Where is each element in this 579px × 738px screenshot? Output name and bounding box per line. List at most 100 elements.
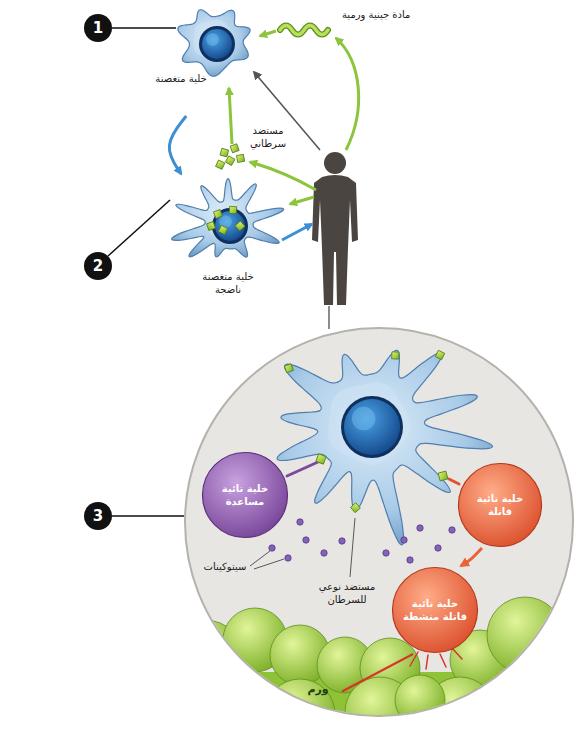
arrow bbox=[336, 38, 359, 150]
cell-label: خلية تائية قاتلة bbox=[467, 492, 534, 518]
cytokine bbox=[383, 550, 389, 556]
gene-material-outline bbox=[280, 26, 328, 35]
antigen-cube bbox=[216, 160, 225, 169]
zoom-circle bbox=[185, 328, 573, 716]
nucleus bbox=[202, 29, 232, 59]
antigen-cube bbox=[230, 144, 239, 153]
part-label: سيتوكينات bbox=[198, 560, 252, 573]
arrow bbox=[260, 31, 276, 36]
antigen bbox=[207, 222, 216, 231]
region-label: ورم bbox=[294, 679, 342, 701]
dendritic-cell: خلية متغصنة bbox=[150, 4, 275, 116]
cytokine bbox=[417, 525, 423, 531]
nucleus-rim bbox=[341, 396, 403, 458]
callout-number: 2 bbox=[86, 257, 110, 275]
helper-t-cell: خلية تائية مساعدة bbox=[201, 451, 289, 539]
arrow bbox=[282, 224, 312, 240]
person-body bbox=[312, 175, 358, 305]
antigen-cube bbox=[220, 148, 229, 157]
cytokine bbox=[449, 527, 455, 533]
attack-line bbox=[440, 654, 446, 667]
nucleus-rim bbox=[199, 26, 235, 62]
tumor-cell bbox=[487, 597, 563, 673]
part-label: مستضد سرطاني bbox=[246, 124, 290, 150]
cytokines bbox=[269, 519, 455, 563]
connector bbox=[169, 116, 186, 174]
antigen-cube bbox=[237, 154, 245, 162]
tumor-mass bbox=[165, 597, 579, 738]
zoom-leader bbox=[328, 306, 330, 329]
arrow bbox=[250, 162, 316, 190]
connector bbox=[461, 548, 482, 566]
cytokine bbox=[269, 545, 275, 551]
connector bbox=[342, 654, 413, 692]
cytokine bbox=[297, 519, 303, 525]
killer-t-cell: خلية تائية قاتلة bbox=[457, 462, 543, 548]
antigen bbox=[229, 206, 236, 213]
nucleus-highlight bbox=[206, 33, 219, 46]
callout-circle bbox=[84, 502, 112, 530]
antigen-cube bbox=[225, 156, 235, 166]
antigen bbox=[284, 364, 293, 373]
tumor-cell bbox=[535, 620, 579, 680]
cell-label: خلية متغصنة ناضجة bbox=[188, 270, 268, 296]
cell-circle bbox=[393, 568, 478, 653]
cell-circle bbox=[203, 453, 288, 538]
antigen-cubes bbox=[216, 144, 245, 170]
cell-label: خلية متغصنة bbox=[154, 72, 208, 85]
cell-outline bbox=[150, 4, 275, 116]
leader-line bbox=[350, 518, 355, 577]
part-label: مستضد نوعي للسرطان bbox=[314, 580, 380, 606]
callout-circle bbox=[84, 252, 112, 280]
activated-killer-t-cell: خلية تائية قاتلة منشطة bbox=[391, 566, 479, 654]
leader-line bbox=[250, 551, 270, 566]
receptor bbox=[449, 479, 459, 484]
cell-circle bbox=[459, 464, 542, 547]
antigen bbox=[218, 225, 227, 234]
gene-material bbox=[280, 26, 328, 35]
person-head bbox=[324, 152, 346, 174]
antigen bbox=[435, 350, 444, 359]
mature-dendritic-cell: خلية متغصنة ناضجة bbox=[163, 174, 293, 304]
cytokine bbox=[407, 557, 413, 563]
cytokine bbox=[401, 537, 407, 543]
attack-line bbox=[426, 655, 428, 669]
part-label: مادة جينية ورمية bbox=[342, 8, 410, 21]
leader-line bbox=[112, 27, 176, 29]
antigen bbox=[392, 352, 399, 359]
leader-line bbox=[254, 559, 284, 569]
cytokine bbox=[285, 555, 291, 561]
cytokine bbox=[339, 538, 345, 544]
antigen bbox=[350, 503, 360, 513]
tumor-label-box: ورم bbox=[294, 679, 342, 704]
leader-line bbox=[108, 200, 170, 256]
nucleus-highlight bbox=[352, 407, 376, 431]
cell-shade bbox=[193, 20, 234, 61]
cell-outline bbox=[457, 462, 543, 548]
antigen bbox=[235, 221, 245, 231]
cytokine bbox=[303, 537, 309, 543]
cell-shade bbox=[328, 382, 410, 465]
tumor-cell bbox=[505, 670, 575, 738]
tumor-cell bbox=[195, 677, 265, 738]
callout-number: 1 bbox=[86, 19, 110, 37]
callout-number: 3 bbox=[86, 507, 110, 525]
cell-body bbox=[178, 10, 250, 77]
attack-line bbox=[452, 648, 462, 659]
cell-body bbox=[172, 179, 284, 257]
antigen bbox=[438, 471, 448, 481]
cytokine bbox=[321, 550, 327, 556]
cell-label: خلية تائية قاتلة منشطة bbox=[401, 597, 470, 623]
antigen bbox=[316, 454, 326, 464]
arrow bbox=[290, 197, 314, 204]
receptor bbox=[287, 462, 318, 476]
callout-circle bbox=[84, 14, 112, 42]
cell-label: خلية تائية مساعدة bbox=[211, 482, 280, 508]
nucleus bbox=[344, 399, 400, 455]
cytokine bbox=[435, 545, 441, 551]
tumor-cell bbox=[395, 675, 445, 725]
leader-line bbox=[112, 515, 184, 517]
cell-outline bbox=[201, 451, 289, 539]
